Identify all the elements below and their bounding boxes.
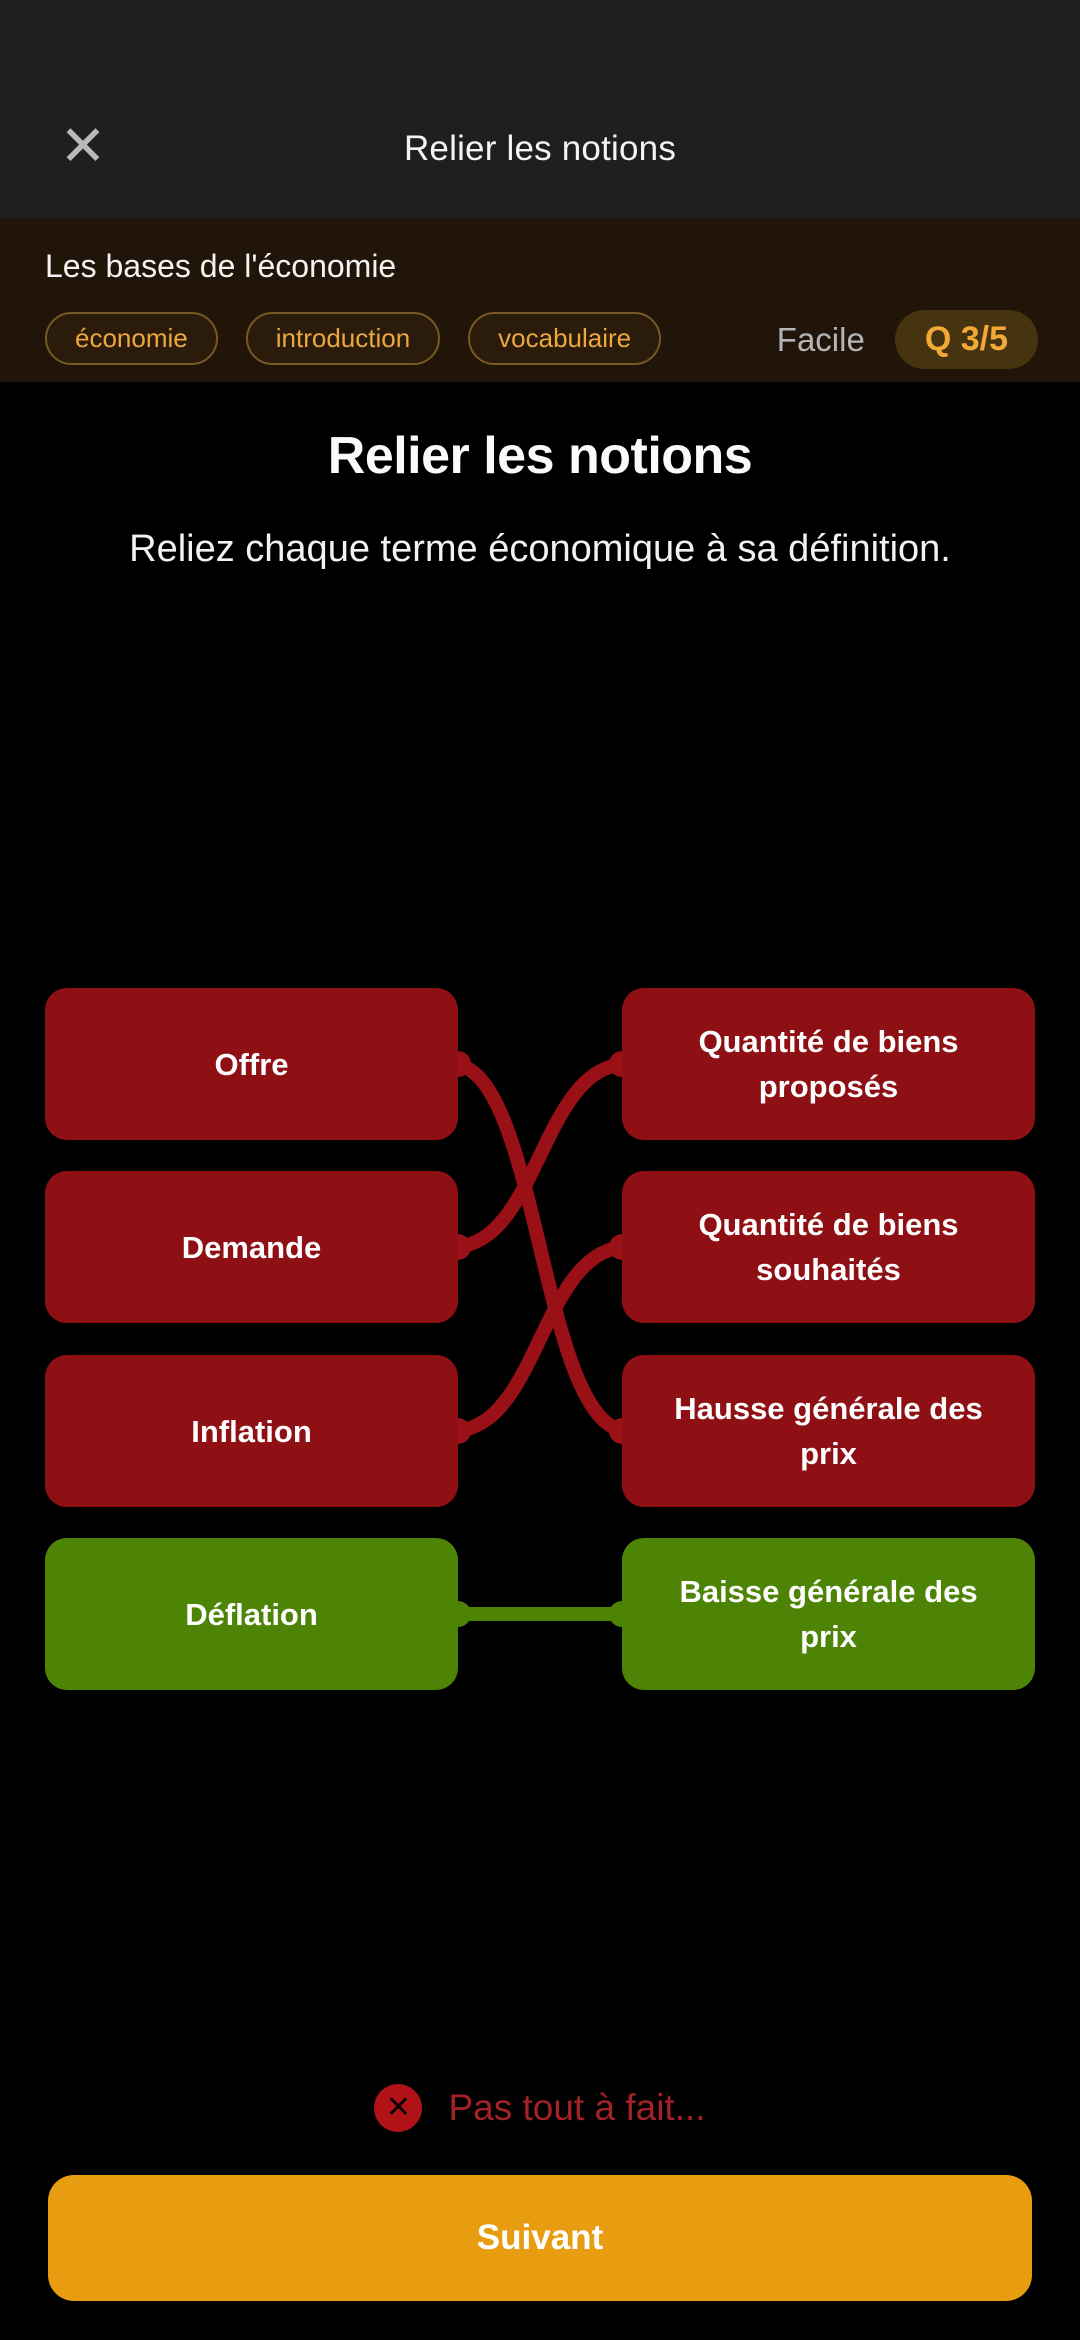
connection-wire bbox=[445, 1057, 635, 1438]
exercise-title: Relier les notions bbox=[327, 427, 753, 485]
match-right-item[interactable]: Quantité de biens souhaités bbox=[622, 1171, 1035, 1323]
tag-pill: introduction bbox=[245, 312, 441, 365]
match-left-item[interactable]: Déflation bbox=[45, 1538, 458, 1690]
match-right-item[interactable]: Baisse générale des prix bbox=[622, 1538, 1035, 1690]
exercise-instruction: Reliez chaque terme économique à sa défi… bbox=[129, 528, 951, 570]
match-left-item[interactable]: Inflation bbox=[45, 1355, 458, 1507]
feedback-row: ✕ Pas tout à fait... bbox=[0, 2084, 1080, 2132]
tag-list: économie introduction vocabulaire bbox=[45, 312, 662, 365]
feedback-text: Pas tout à fait... bbox=[448, 2087, 706, 2128]
match-right-item[interactable]: Hausse générale des prix bbox=[622, 1355, 1035, 1507]
next-button[interactable]: Suivant bbox=[48, 2175, 1032, 2301]
circle-x-icon: ✕ bbox=[374, 2084, 423, 2132]
match-left-item[interactable]: Demande bbox=[45, 1171, 458, 1323]
difficulty-label: Facile bbox=[776, 320, 865, 358]
match-left-item[interactable]: Offre bbox=[45, 988, 458, 1140]
quiz-meta: Facile Q 3/5 bbox=[777, 310, 1038, 369]
quiz-info-panel: Les bases de l'économie économie introduc… bbox=[0, 218, 1080, 382]
appbar-title: Relier les notions bbox=[403, 129, 677, 168]
match-right-item[interactable]: Quantité de biens proposés bbox=[622, 988, 1035, 1140]
question-progress-badge: Q 3/5 bbox=[894, 310, 1038, 369]
app-header: ✕ Relier les notions bbox=[0, 0, 1080, 218]
deck-title: Les bases de l'économie bbox=[45, 248, 397, 284]
tag-pill: économie bbox=[45, 312, 218, 365]
connection-wire bbox=[445, 1240, 635, 1438]
connection-wire bbox=[445, 1057, 635, 1254]
close-icon[interactable]: ✕ bbox=[52, 116, 114, 178]
tag-pill: vocabulaire bbox=[468, 312, 662, 365]
